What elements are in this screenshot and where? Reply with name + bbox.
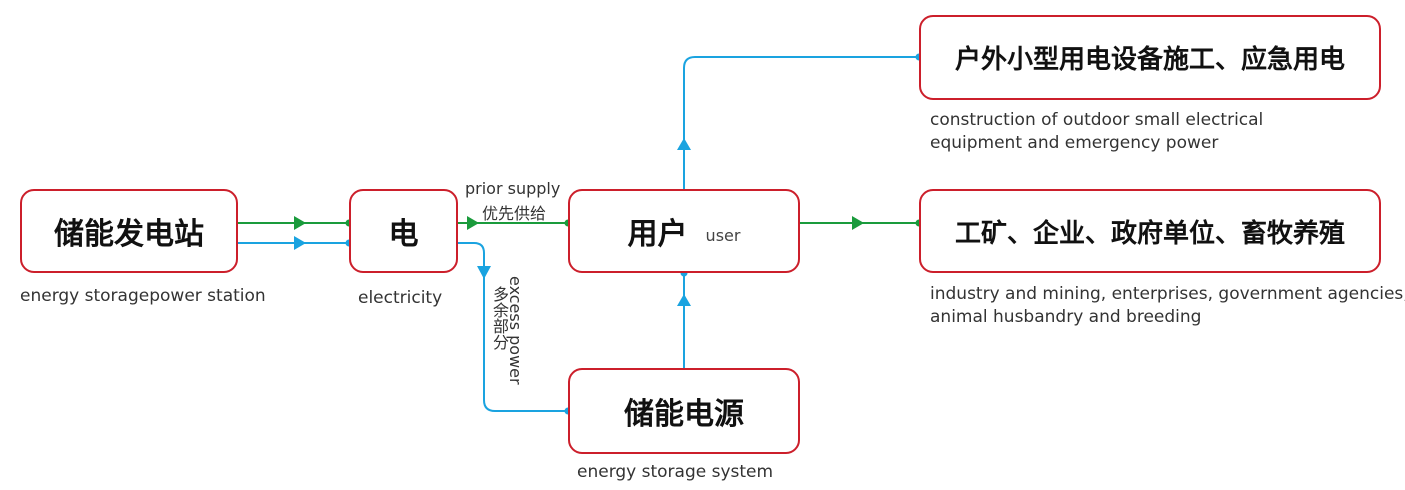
node-outdoor-title: 户外小型用电设备施工、应急用电 bbox=[954, 45, 1345, 75]
caption-outdoor-line2: equipment and emergency power bbox=[930, 133, 1219, 153]
node-energy-storage-station: 储能发电站 bbox=[20, 189, 238, 273]
arrow-blue-3 bbox=[677, 294, 691, 306]
arrow-green-3 bbox=[852, 216, 864, 230]
arrow-blue-4 bbox=[677, 138, 691, 150]
caption-industry-line2: animal husbandry and breeding bbox=[930, 307, 1202, 327]
node-user-title: 用户 bbox=[627, 217, 688, 252]
node-station-title: 储能发电站 bbox=[54, 217, 204, 252]
arrow-green-1 bbox=[294, 216, 306, 230]
caption-outdoor: construction of outdoor small electrical… bbox=[930, 109, 1263, 155]
green-arrowheads bbox=[294, 216, 864, 230]
caption-electricity: electricity bbox=[358, 288, 443, 308]
caption-industry-line1: industry and mining, enterprises, govern… bbox=[930, 284, 1405, 304]
node-industry-title: 工矿、企业、政府单位、畜牧养殖 bbox=[954, 218, 1345, 249]
label-prior-supply-zh: 优先供给 bbox=[482, 204, 547, 223]
node-user-en: user bbox=[705, 225, 741, 245]
node-outdoor-emergency: 户外小型用电设备施工、应急用电 bbox=[919, 15, 1381, 100]
node-electricity-title: 电 bbox=[388, 217, 419, 252]
edge-electricity-to-storage-blue bbox=[458, 242, 568, 412]
blue-flow-lines bbox=[238, 56, 919, 412]
node-industry: 工矿、企业、政府单位、畜牧养殖 bbox=[919, 189, 1381, 273]
label-prior-supply-en: prior supply bbox=[465, 179, 561, 198]
node-energy-storage-system: 储能电源 bbox=[568, 368, 800, 454]
arrow-blue-2 bbox=[477, 266, 491, 279]
arrow-green-2 bbox=[467, 216, 479, 230]
edge-user-to-outdoor-blue bbox=[683, 56, 919, 190]
node-user: 用户 user bbox=[568, 189, 800, 273]
arrow-blue-1 bbox=[294, 236, 306, 250]
caption-storage: energy storage system bbox=[577, 462, 774, 482]
label-excess-power-zh: 多余部分 bbox=[490, 286, 509, 350]
node-storage-title: 储能电源 bbox=[624, 397, 744, 432]
node-electricity: 电 bbox=[349, 189, 458, 273]
label-excess-power-en: excess power bbox=[506, 276, 525, 385]
caption-industry: industry and mining, enterprises, govern… bbox=[930, 283, 1405, 329]
blue-arrowheads bbox=[294, 138, 691, 306]
caption-station: energy storagepower station bbox=[20, 286, 266, 306]
caption-outdoor-line1: construction of outdoor small electrical bbox=[930, 110, 1264, 130]
